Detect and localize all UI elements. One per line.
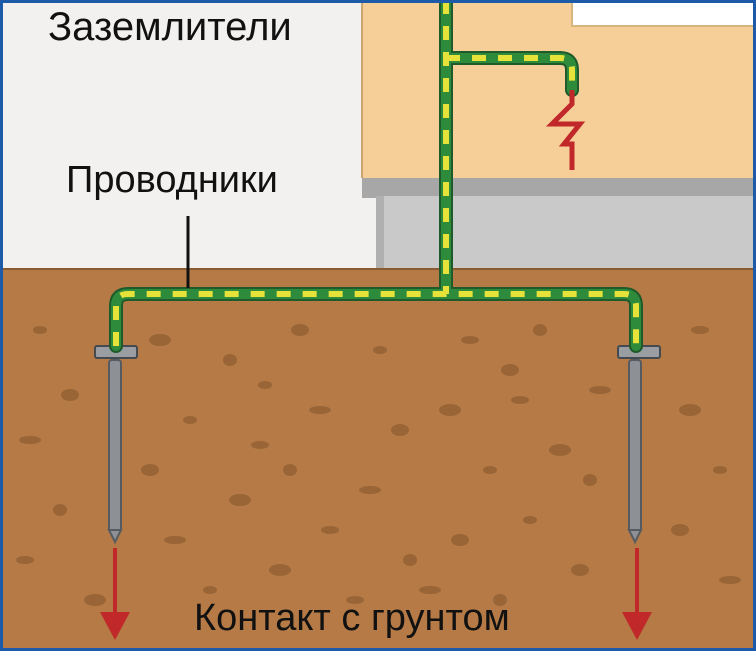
building-wall <box>362 0 756 178</box>
soil-stone <box>533 324 547 336</box>
soil-stone <box>61 389 79 401</box>
soil-stone <box>419 586 441 594</box>
soil-stone <box>359 486 381 494</box>
soil-stone <box>19 436 41 444</box>
soil-stone <box>149 334 171 346</box>
foundation <box>376 196 756 278</box>
soil-stone <box>53 504 67 516</box>
soil-stone <box>183 416 197 424</box>
soil-stone <box>461 336 479 344</box>
soil-stone <box>549 444 571 456</box>
soil-stone <box>258 381 272 389</box>
soil-stone <box>511 396 529 404</box>
foundation-shadow <box>376 196 384 278</box>
soil-stone <box>671 524 689 536</box>
soil-stone <box>283 464 297 476</box>
soil-stone <box>719 576 741 584</box>
soil-stone <box>589 386 611 394</box>
soil-stone <box>713 466 727 474</box>
soil-stone <box>309 406 331 414</box>
soil-stone <box>373 346 387 354</box>
soil-stone <box>493 594 507 606</box>
soil-contact-arrow-left <box>100 548 130 640</box>
soil-stone <box>229 494 251 506</box>
soil-stone <box>483 466 497 474</box>
soil-stone <box>321 526 339 534</box>
soil-stone <box>391 424 409 436</box>
soil-stone <box>691 326 709 334</box>
soil-stone <box>203 586 217 594</box>
soil-stone <box>523 516 537 524</box>
soil-stone <box>451 534 469 546</box>
soil-stone <box>501 364 519 376</box>
soil-stone <box>16 556 34 564</box>
soil-stone <box>251 441 269 449</box>
ground-electrodes-label: Заземлители <box>48 5 292 49</box>
soil-stone <box>679 404 701 416</box>
soil-stone <box>84 594 106 606</box>
soil-stone <box>346 596 364 604</box>
soil-stones <box>16 324 741 606</box>
lightning-icon <box>545 90 586 170</box>
soil-stone <box>223 354 237 366</box>
soil-stone <box>439 404 461 416</box>
soil-stone <box>291 324 309 336</box>
soil-stone <box>33 326 47 334</box>
soil-stone <box>403 554 417 566</box>
conductors-label: Проводники <box>66 159 278 201</box>
soil-stone <box>269 564 291 576</box>
window <box>571 0 756 27</box>
soil-stone <box>583 474 597 486</box>
grounding-conductor <box>109 0 643 353</box>
soil-contact-label: Контакт с грунтом <box>194 597 510 639</box>
soil-stone <box>164 536 186 544</box>
soil-contact-arrow-right <box>622 548 652 640</box>
soil-stone <box>141 464 159 476</box>
foundation-top <box>362 178 756 198</box>
soil-stone <box>571 564 589 576</box>
